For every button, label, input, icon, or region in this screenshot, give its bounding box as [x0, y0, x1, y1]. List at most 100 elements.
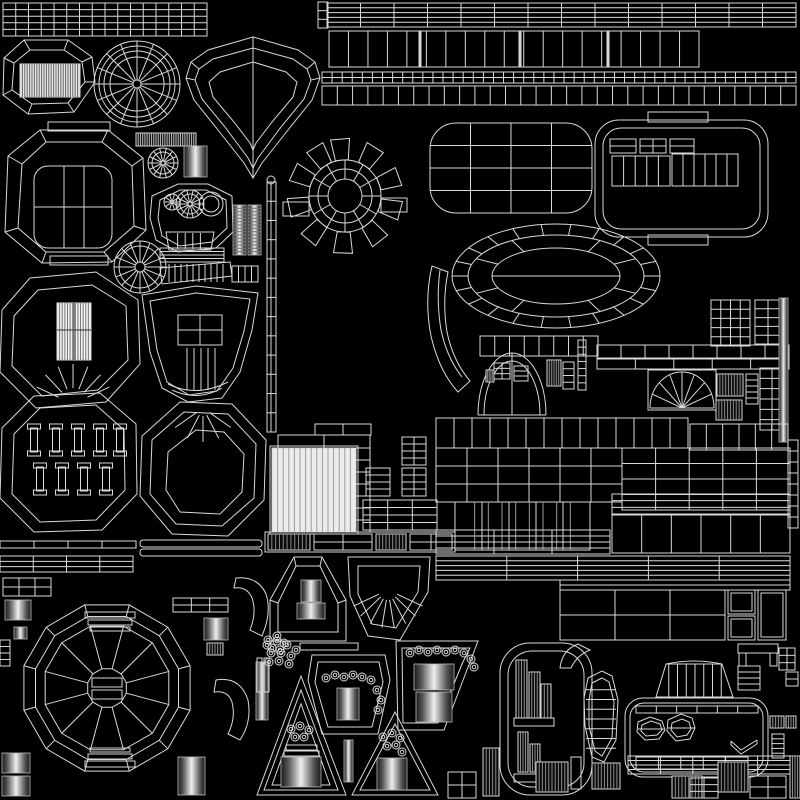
curved-band: [427, 265, 471, 393]
bolt: [461, 650, 467, 656]
cylinder: [1, 775, 31, 797]
wire-shape: [233, 577, 269, 637]
wire-shape: [131, 157, 144, 167]
wire-shape: [588, 677, 615, 757]
wire-shape: [4, 227, 19, 233]
funnel-a: [307, 654, 391, 735]
wire-shape: [771, 733, 785, 759]
wire-shape: [658, 382, 683, 409]
wire-shape: [456, 287, 472, 292]
wire-shape: [394, 596, 416, 617]
bolt: [288, 653, 294, 659]
wire-shape: [149, 292, 251, 396]
dumbbell: [36, 466, 44, 492]
wire-shape: [178, 706, 191, 711]
wire-shape: [170, 200, 174, 204]
bolt: [339, 672, 349, 682]
wire-shape: [592, 228, 600, 239]
wire-shape: [727, 615, 756, 641]
wire-shape: [437, 269, 463, 378]
plate-outline: [149, 183, 234, 253]
ribbed-block: [716, 373, 744, 397]
bolt: [407, 650, 413, 656]
dumbbell: [77, 462, 91, 469]
wire-shape: [757, 589, 787, 641]
bolt: [282, 640, 292, 650]
cylinder: [300, 579, 322, 603]
cylinder: [343, 739, 354, 783]
wire-shape: [149, 411, 257, 527]
wire-shape: [106, 53, 135, 82]
dumbbell: [33, 489, 47, 496]
wire-shape: [613, 306, 625, 316]
wire-shape: [613, 236, 625, 246]
wire-shape: [91, 677, 123, 688]
wire-shape: [3, 57, 15, 64]
wire-shape: [143, 248, 159, 264]
wire-shape: [23, 706, 36, 711]
wire-shape: [353, 210, 364, 228]
wire-shape: [171, 387, 223, 396]
bolt: [278, 650, 284, 656]
barrel: [583, 670, 619, 763]
wire-shape: [647, 369, 717, 411]
wire-shape: [191, 197, 203, 204]
wire-shape: [141, 242, 151, 263]
bolt: [274, 656, 284, 666]
cylinder: [203, 617, 229, 641]
wire-shape: [139, 539, 263, 548]
bolt: [432, 645, 442, 655]
wire-shape: [476, 287, 499, 294]
wire-shape: [282, 201, 310, 217]
wire-shape: [91, 689, 123, 700]
wire-shape: [511, 299, 525, 312]
wire-shape: [158, 739, 169, 750]
wire-shape: [629, 702, 764, 773]
wire-shape: [47, 121, 111, 132]
wire-shape: [27, 103, 33, 115]
wire-shape: [132, 79, 142, 89]
wire-shape: [456, 260, 472, 265]
wire-shape: [319, 556, 323, 567]
wire-shape: [174, 412, 197, 428]
bolt: [295, 721, 305, 731]
bolt: [391, 740, 401, 750]
bolt: [288, 726, 294, 732]
bolt: [266, 648, 276, 658]
eye-left: [636, 716, 666, 741]
wire-shape: [476, 258, 499, 265]
wire-shape: [468, 297, 483, 305]
wire-shape: [513, 717, 555, 727]
wire-shape: [670, 718, 692, 738]
wire-shape: [596, 358, 790, 370]
ribbed-block: [482, 747, 500, 797]
gear-spikes: [361, 219, 389, 248]
wire-shape: [106, 86, 135, 115]
bolt: [423, 647, 433, 657]
wire-shape: [640, 260, 656, 265]
wire-shape: [180, 205, 190, 216]
wire-shape: [2, 89, 13, 96]
gear-spikes: [375, 166, 403, 191]
wire-shape: [61, 642, 94, 675]
bolt: [459, 648, 469, 658]
dumbbell: [102, 466, 110, 492]
dumbbell: [55, 462, 69, 469]
wire-shape: [126, 692, 169, 706]
wire-shape: [45, 739, 56, 750]
wire-shape: [23, 665, 36, 670]
wire-shape: [41, 251, 47, 264]
wire-shape: [206, 414, 220, 439]
dumbbell: [49, 423, 63, 430]
rod-right: [778, 297, 789, 443]
bolt: [416, 647, 422, 653]
bolt: [292, 734, 298, 740]
dumbbell: [80, 466, 88, 492]
wire-shape: [167, 381, 229, 392]
wire-shape: [83, 374, 101, 393]
bolt: [341, 674, 347, 680]
bolt: [284, 642, 290, 648]
wire-shape: [681, 374, 695, 409]
dumbbell: [93, 450, 107, 457]
